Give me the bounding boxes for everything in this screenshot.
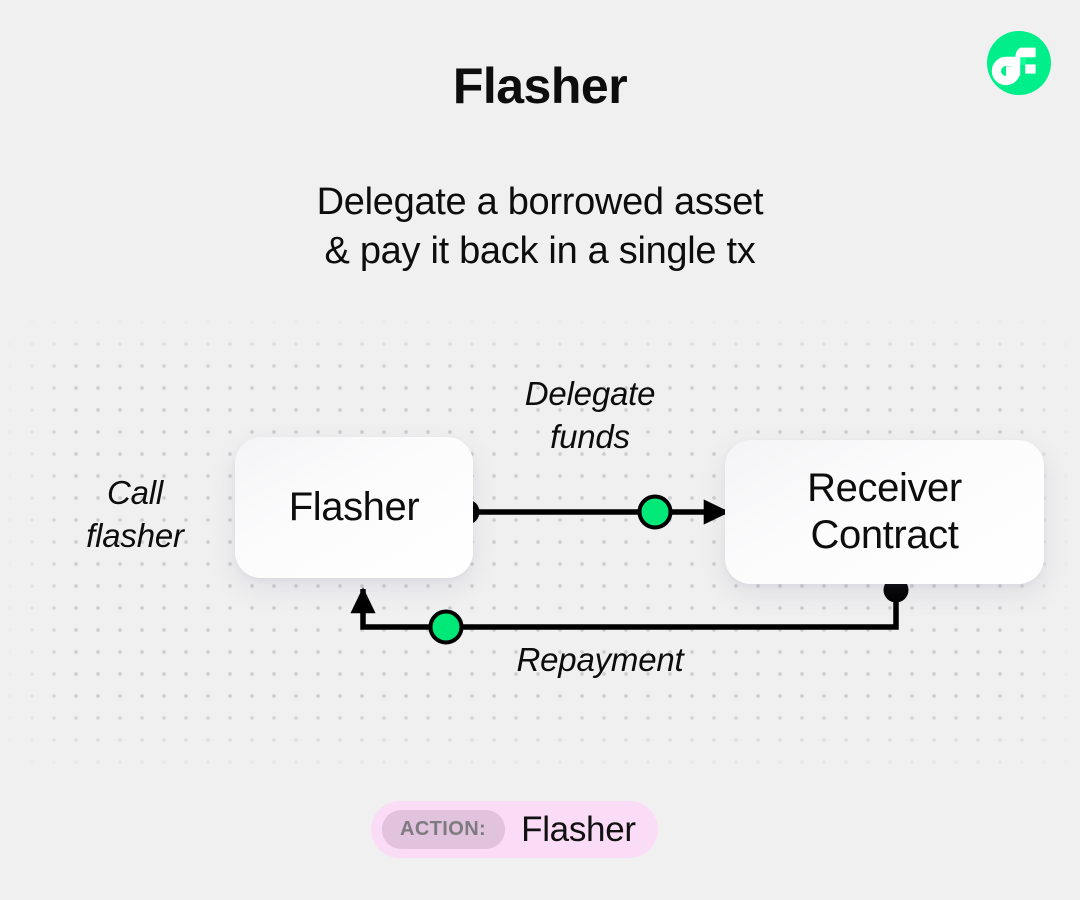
action-badge-chip: ACTION: <box>382 810 506 849</box>
page-subtitle: Delegate a borrowed asset & pay it back … <box>0 178 1080 275</box>
logo-f-mark <box>991 47 1036 86</box>
edge-label-delegate-funds: Delegate funds <box>470 373 710 459</box>
node-receiver-label-line-1: Receiver <box>807 465 962 510</box>
repayment-line <box>350 587 899 630</box>
edge-label-repayment: Repayment <box>516 641 684 678</box>
node-receiver-label-line-2: Contract <box>810 513 959 557</box>
edge-repayment <box>350 577 909 645</box>
page-subtitle-line-2: & pay it back in a single tx <box>324 229 756 272</box>
call-flasher-line-2: flasher <box>86 516 184 554</box>
node-receiver-contract[interactable]: Receiver Contract <box>725 440 1044 584</box>
action-badge-value: Flasher <box>521 809 636 849</box>
repayment-token-node <box>428 609 464 645</box>
node-receiver-contract-label: Receiver Contract <box>807 465 962 559</box>
page-subtitle-line-1: Delegate a borrowed asset <box>316 181 764 223</box>
flow-f-logo-icon <box>987 31 1051 95</box>
edge-delegate-funds <box>454 494 730 530</box>
node-flasher-label: Flasher <box>288 484 420 529</box>
delegate-funds-line-1: Delegate <box>524 375 656 412</box>
action-badge[interactable]: ACTION: Flasher <box>371 801 658 858</box>
delegate-funds-line-2: funds <box>550 417 630 455</box>
node-flasher[interactable]: Flasher <box>235 437 473 578</box>
page-title: Flasher <box>452 58 628 114</box>
delegate-funds-token-node <box>637 494 673 530</box>
call-flasher-line-1: Call <box>106 474 164 511</box>
edge-label-call-flasher: Call flasher <box>35 472 235 558</box>
